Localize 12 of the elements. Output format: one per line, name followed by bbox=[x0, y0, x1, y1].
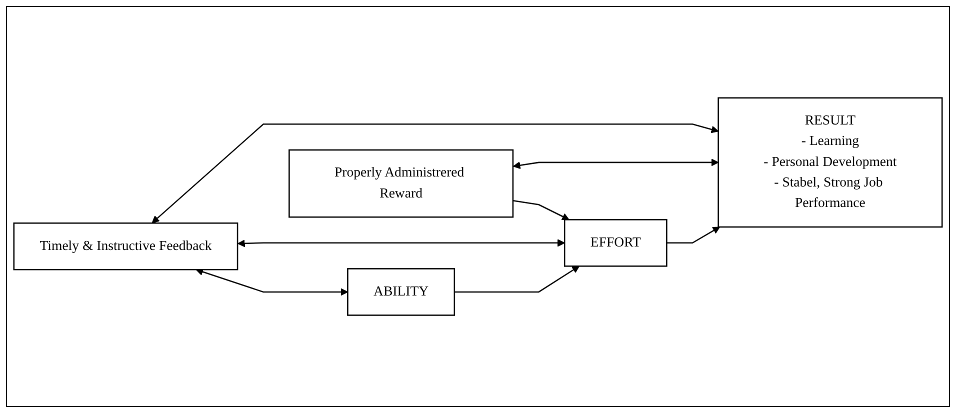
arrow bbox=[512, 200, 570, 220]
process-box: Properly Administrered Reward bbox=[288, 149, 514, 218]
arrow bbox=[238, 239, 565, 248]
arrow bbox=[196, 268, 348, 296]
arrow bbox=[512, 158, 719, 169]
process-box: ABILITY bbox=[347, 268, 456, 316]
process-box: RESULT - Learning - Personal Development - Stabel, Strong Job Performance bbox=[718, 97, 943, 228]
process-box: EFFORT bbox=[564, 218, 668, 267]
arrow bbox=[454, 266, 580, 293]
arrow bbox=[666, 226, 720, 244]
process-box: Timely & Instructive Feedback bbox=[13, 222, 238, 270]
arrow bbox=[152, 123, 719, 224]
